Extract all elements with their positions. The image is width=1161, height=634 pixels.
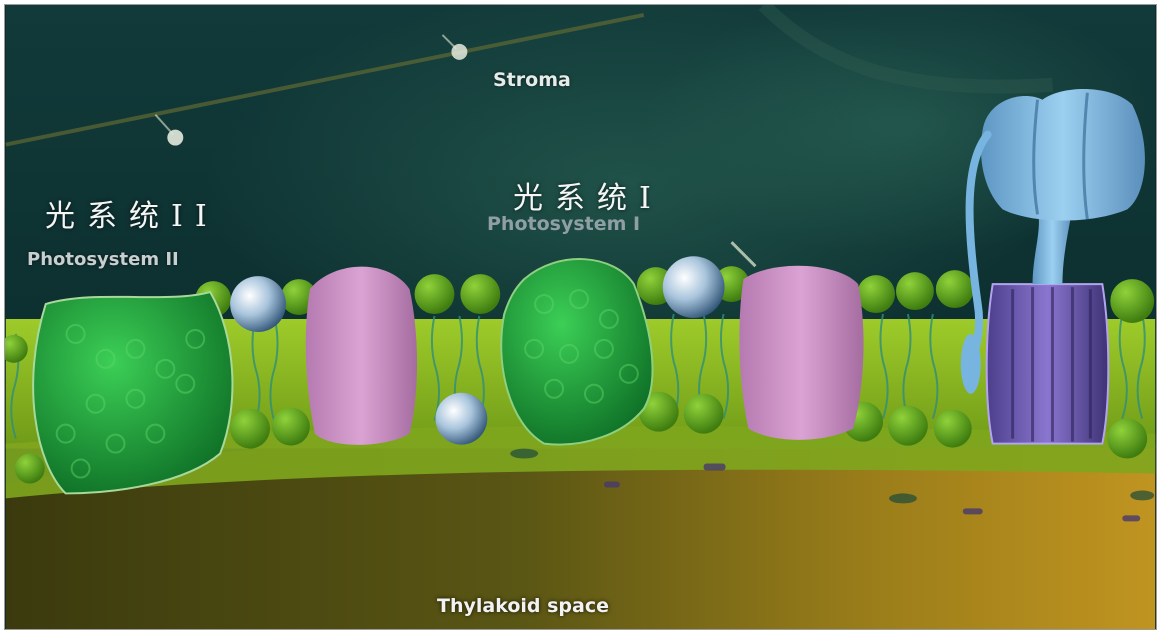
nadp-reductase-complex: [739, 265, 864, 440]
atp-synthase: [960, 89, 1145, 445]
thylakoid-membrane-illustration: Stroma 光系统II Photosystem II 光系统I Photosy…: [4, 4, 1157, 630]
atp-synthase-head: [980, 89, 1145, 221]
membrane-scene-svg: [5, 5, 1156, 629]
thylakoid-space-label: Thylakoid space: [437, 595, 609, 617]
photosystem-ii-complex: [32, 290, 234, 495]
photosystem-ii-chinese-label: 光系统II: [45, 199, 219, 234]
photosystem-i-pigments: [524, 289, 639, 404]
atp-synthase-stalk: [1032, 209, 1073, 285]
photosystem-i-complex: [500, 258, 654, 446]
stroma-label: Stroma: [493, 69, 571, 91]
photosystem-ii-label: Photosystem II: [27, 249, 179, 270]
plastoquinone-molecule: [230, 276, 286, 332]
lipid-heads-bottom: [14, 391, 1148, 484]
plastocyanin-molecule: [435, 392, 488, 445]
atp-synthase-base: [985, 283, 1110, 445]
photosystem-i-chinese-label: 光系统I: [513, 181, 663, 216]
photosystem-ii-pigments: [55, 323, 206, 479]
lumen-particles: [603, 463, 1141, 522]
background-fiber-2: [758, 5, 1053, 94]
thylakoid-space-region: [5, 433, 1156, 629]
ferredoxin-molecule: [662, 256, 725, 318]
cytochrome-complex: [305, 266, 418, 445]
photosystem-i-label: Photosystem I: [487, 213, 641, 235]
background-fiber: [5, 13, 645, 147]
